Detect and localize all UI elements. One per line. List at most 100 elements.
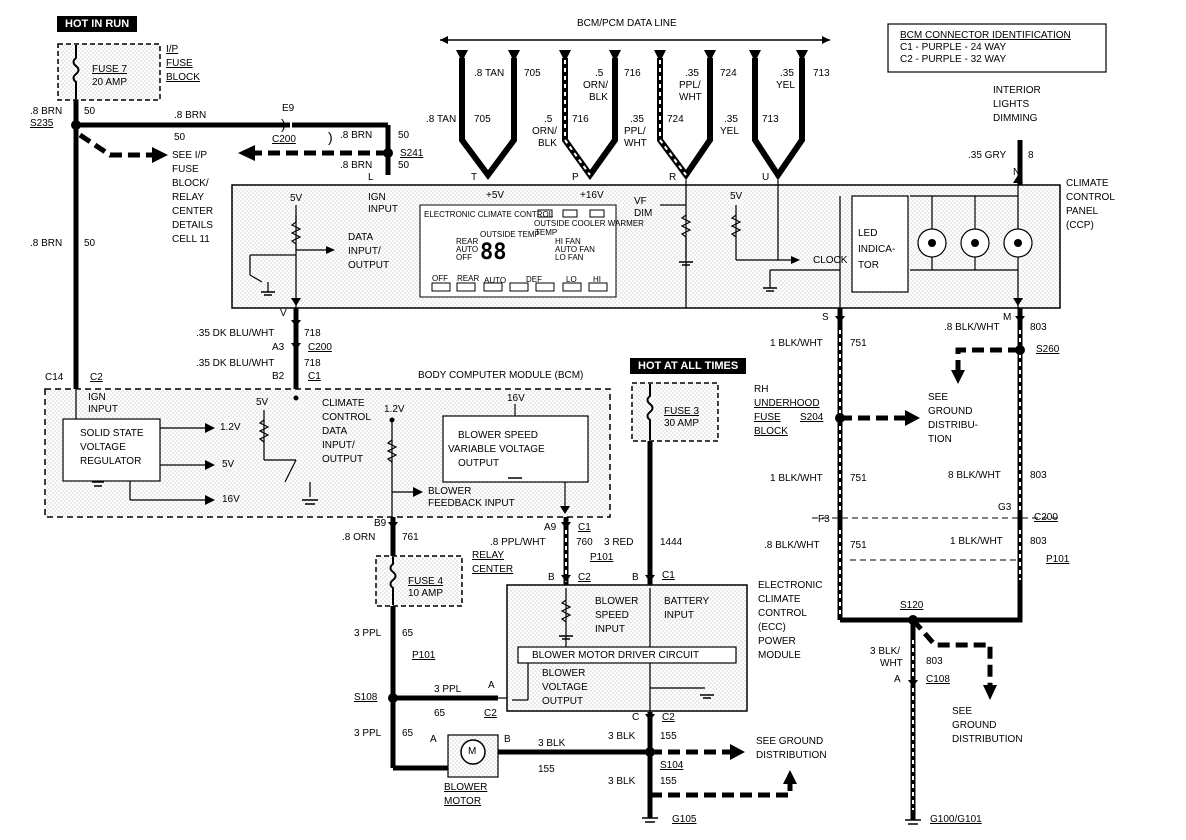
- pin-label: B9: [374, 518, 387, 529]
- bcm-voltage: 1.2V: [220, 422, 241, 433]
- wire-label: WHT: [679, 92, 702, 103]
- ccdio-text: DATA: [322, 426, 348, 437]
- ccp-data-io: OUTPUT: [348, 260, 390, 271]
- wire-label: 3 BLK: [608, 776, 636, 787]
- wire-label: 713: [813, 68, 830, 79]
- ccp-voltage: 5V: [730, 191, 743, 202]
- splice-label: S204: [800, 412, 824, 423]
- fuse3-rating: 30 AMP: [664, 418, 700, 429]
- connector-id-c2: C2 - PURPLE - 32 WAY: [900, 54, 1007, 65]
- wire-label: .8 PPL/WHT: [490, 537, 546, 548]
- wire-label: 3 PPL: [354, 728, 382, 739]
- motor-m: M: [468, 746, 477, 757]
- connector-label: C200: [1034, 512, 1058, 523]
- display-btn-hi: HI: [593, 275, 601, 284]
- display-auto: AUTO: [456, 245, 479, 254]
- fuse7-name: FUSE 7: [92, 64, 128, 75]
- see-ground-text: SEE: [952, 706, 973, 717]
- pin-label: V: [280, 308, 287, 319]
- splice-label: S260: [1036, 344, 1060, 355]
- display-rear: REAR: [456, 237, 479, 246]
- connector-id-box: [887, 23, 1107, 73]
- wire-label: 50: [398, 160, 410, 171]
- pin-label: U: [762, 172, 770, 183]
- ccp-title: PANEL: [1066, 206, 1099, 217]
- pin-label: C: [632, 712, 640, 723]
- wire-label: 50: [84, 106, 96, 117]
- wire-label: 751: [850, 338, 867, 349]
- ecc-title: (ECC): [758, 622, 786, 633]
- wire-label: 3 PPL: [354, 628, 382, 639]
- regulator-text: REGULATOR: [80, 456, 142, 467]
- wire-label: 50: [398, 130, 410, 141]
- pin-label: F3: [818, 514, 830, 525]
- display-title: ELECTRONIC CLIMATE CONTROL: [424, 210, 554, 219]
- pin-label: S: [822, 312, 829, 323]
- bcm-voltage: 1.2V: [384, 404, 405, 415]
- svg-text:): ): [328, 129, 333, 145]
- ecc-title: POWER: [758, 636, 796, 647]
- fuse7-block-2: FUSE: [166, 58, 193, 69]
- pin-label: T: [471, 172, 478, 183]
- display-temp: TEMP: [535, 228, 558, 237]
- wire-label: 803: [926, 656, 943, 667]
- connector-label: C200: [308, 342, 332, 353]
- wire-label: BLK: [589, 92, 608, 103]
- ecc-title: CONTROL: [758, 608, 807, 619]
- wire-label: BLK: [538, 138, 557, 149]
- display-btn-lo: LO: [566, 275, 577, 284]
- bcm-voltage: 5V: [222, 459, 235, 470]
- display-outside: OUTSIDE COOLER WARMER: [534, 219, 644, 228]
- wire-label: ORN/: [532, 126, 557, 137]
- wire-label: 1 BLK/WHT: [770, 338, 823, 349]
- see-ip-text: FUSE: [172, 164, 199, 175]
- led-label: TOR: [858, 260, 879, 271]
- wire-label: YEL: [776, 80, 795, 91]
- wire-label: .8 BRN: [174, 110, 207, 121]
- ecc-text: VOLTAGE: [542, 682, 588, 693]
- ccp-title: CONTROL: [1066, 192, 1115, 203]
- ign-label: INPUT: [368, 204, 398, 215]
- connector-label: C2: [90, 372, 103, 383]
- wire-label: 8: [1028, 150, 1034, 161]
- ground-label: G105: [672, 814, 697, 825]
- bcm-voltage: 16V: [507, 393, 525, 404]
- wire-label: WHT: [880, 658, 903, 669]
- pin-label: A: [488, 680, 495, 691]
- pin-label: R: [669, 172, 677, 183]
- wire-label: 3 BLK/: [870, 646, 901, 657]
- wire-label: 3 PPL: [434, 684, 462, 695]
- driver-label: BLOWER MOTOR DRIVER CIRCUIT: [532, 650, 700, 661]
- wire-label: .35 GRY: [968, 150, 1007, 161]
- interior-lights-label: LIGHTS: [993, 99, 1030, 110]
- see-ground-text: TION: [928, 434, 952, 445]
- led-label: INDICA-: [858, 244, 896, 255]
- hot-in-run-label: HOT IN RUN: [57, 16, 138, 32]
- connector-label: P101: [590, 552, 614, 563]
- connector-label: E9: [282, 103, 295, 114]
- splice-label: S235: [30, 118, 54, 129]
- splice-label: S120: [900, 600, 924, 611]
- blower-motor-label: MOTOR: [444, 796, 482, 807]
- connector-label: C2: [578, 572, 591, 583]
- ccp-data-io: INPUT/: [348, 246, 381, 257]
- ign-label: IGN: [88, 392, 106, 403]
- fuse3-block: RH: [754, 384, 769, 395]
- splice-label: S241: [400, 148, 424, 159]
- wire-label: 8 BLK/WHT: [948, 470, 1001, 481]
- voltage-regulator: [62, 418, 161, 482]
- connector-label: C1: [578, 522, 591, 533]
- ccdio-text: CLIMATE: [322, 398, 365, 409]
- pin-label: M: [1003, 312, 1012, 323]
- wire-label: .35: [724, 114, 738, 125]
- wire-label: .35: [780, 68, 794, 79]
- wire-label: .5: [544, 114, 553, 125]
- wire-label: 155: [660, 731, 677, 742]
- wire-label: 65: [434, 708, 446, 719]
- wire-label: 1 BLK/WHT: [770, 473, 823, 484]
- see-ground-text: DISTRIBUTION: [952, 734, 1023, 745]
- fuse4-block: RELAY: [472, 550, 505, 561]
- splice-label: S108: [354, 692, 378, 703]
- wire-label: .35: [630, 114, 644, 125]
- wire-label: .5: [595, 68, 604, 79]
